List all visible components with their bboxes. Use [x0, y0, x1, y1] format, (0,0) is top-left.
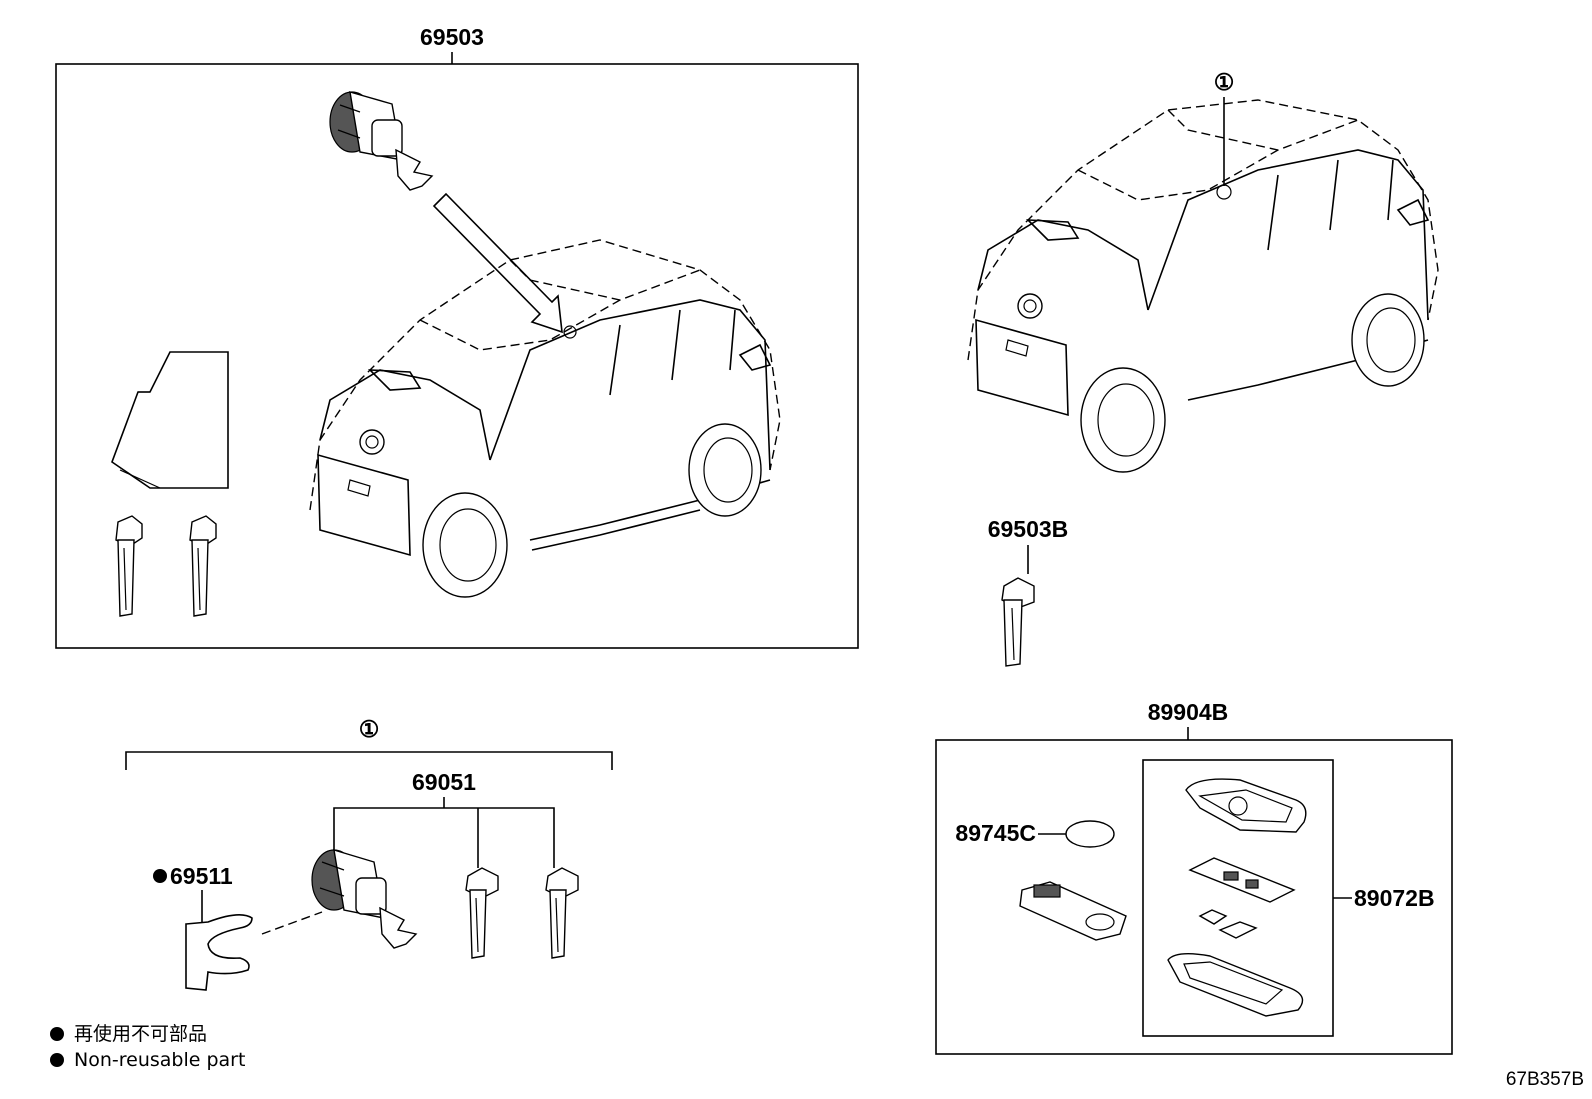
remote-case-bottom — [1167, 953, 1304, 1017]
legend: 再使用不可部品 Non-reusable part — [50, 1023, 245, 1071]
frame-89904b — [935, 739, 1453, 1055]
frame-69503 — [55, 63, 859, 649]
key-blade-lower-2 — [545, 867, 579, 959]
retaining-clip-69511 — [185, 914, 253, 991]
leader-69051 — [333, 807, 555, 868]
key-blade-left-1 — [115, 515, 143, 617]
legend-text-jp: 再使用不可部品 — [74, 1023, 207, 1045]
label-89745c: 89745C — [955, 820, 1036, 846]
non-reusable-marker-69511 — [153, 869, 167, 883]
key-blade-lower-1 — [465, 867, 499, 959]
install-arrow — [432, 192, 563, 334]
remote-buttons — [1198, 909, 1258, 939]
legend-text-en: Non-reusable part — [74, 1049, 245, 1071]
group-69051: ① 69051 69511 — [125, 716, 613, 991]
label-69503: 69503 — [420, 24, 484, 50]
key-tag-card — [111, 351, 229, 489]
car-left-illustration — [309, 239, 781, 598]
ref-circle-1-bottom: ① — [359, 716, 380, 742]
label-89072b: 89072B — [1354, 885, 1435, 911]
bracket-ref1 — [125, 751, 613, 770]
car-right-group: ① — [967, 69, 1439, 473]
clip-install-line — [261, 911, 323, 935]
group-69503: 69503 — [55, 24, 859, 649]
remote-cover-top — [1185, 778, 1307, 833]
remote-circuit-board — [1188, 857, 1296, 903]
lock-cylinder-lower — [311, 849, 418, 949]
key-blade-left-2 — [189, 515, 217, 617]
coin-battery — [1065, 820, 1115, 848]
part-69503b: 69503B — [988, 516, 1069, 667]
diagram-code: 67B357B — [1506, 1069, 1584, 1090]
key-holder-plate — [1019, 881, 1127, 941]
label-69503b: 69503B — [988, 516, 1069, 542]
legend-marker-jp — [50, 1027, 64, 1041]
car-right-illustration — [967, 99, 1439, 473]
label-89904b: 89904B — [1148, 699, 1229, 725]
ref-circle-1-top: ① — [1214, 69, 1235, 95]
group-89904b: 89904B 89745C — [935, 699, 1453, 1055]
label-69051: 69051 — [412, 769, 476, 795]
label-69511: 69511 — [170, 863, 233, 889]
lock-cylinder-upper — [329, 91, 434, 191]
legend-marker-en — [50, 1053, 64, 1067]
